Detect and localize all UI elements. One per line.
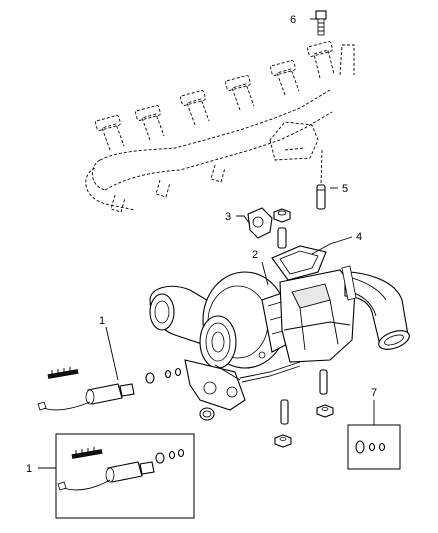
leader-lines — [38, 18, 375, 469]
callout-5: 5 — [342, 183, 348, 195]
stud-2 — [277, 227, 287, 249]
turbocharger — [149, 269, 356, 411]
stud-lower-right — [319, 369, 328, 395]
stud-5 — [316, 184, 326, 210]
nut-lower-right — [316, 404, 334, 418]
nut-lower-left — [274, 434, 292, 448]
callout-1-upper: 1 — [99, 315, 105, 327]
gasket-4 — [271, 245, 327, 281]
callout-3: 3 — [225, 211, 231, 223]
turbo-oring — [199, 407, 215, 421]
callout-4: 4 — [356, 231, 362, 243]
nut-top — [273, 208, 291, 223]
service-kit-box-7 — [347, 424, 401, 470]
callout-7: 7 — [371, 387, 377, 399]
exhaust-manifold — [85, 41, 355, 213]
gasket-3 — [247, 207, 273, 239]
downpipe — [341, 265, 410, 350]
callout-1-lower: 1 — [26, 463, 32, 475]
manifold-bolt — [315, 10, 327, 36]
callout-2: 2 — [252, 249, 258, 261]
callout-6: 6 — [290, 14, 296, 26]
alignment-line — [320, 149, 323, 186]
oil-feed-assembly — [37, 367, 182, 411]
service-kit-box-1 — [55, 433, 195, 519]
stud-lower-left — [280, 399, 289, 425]
